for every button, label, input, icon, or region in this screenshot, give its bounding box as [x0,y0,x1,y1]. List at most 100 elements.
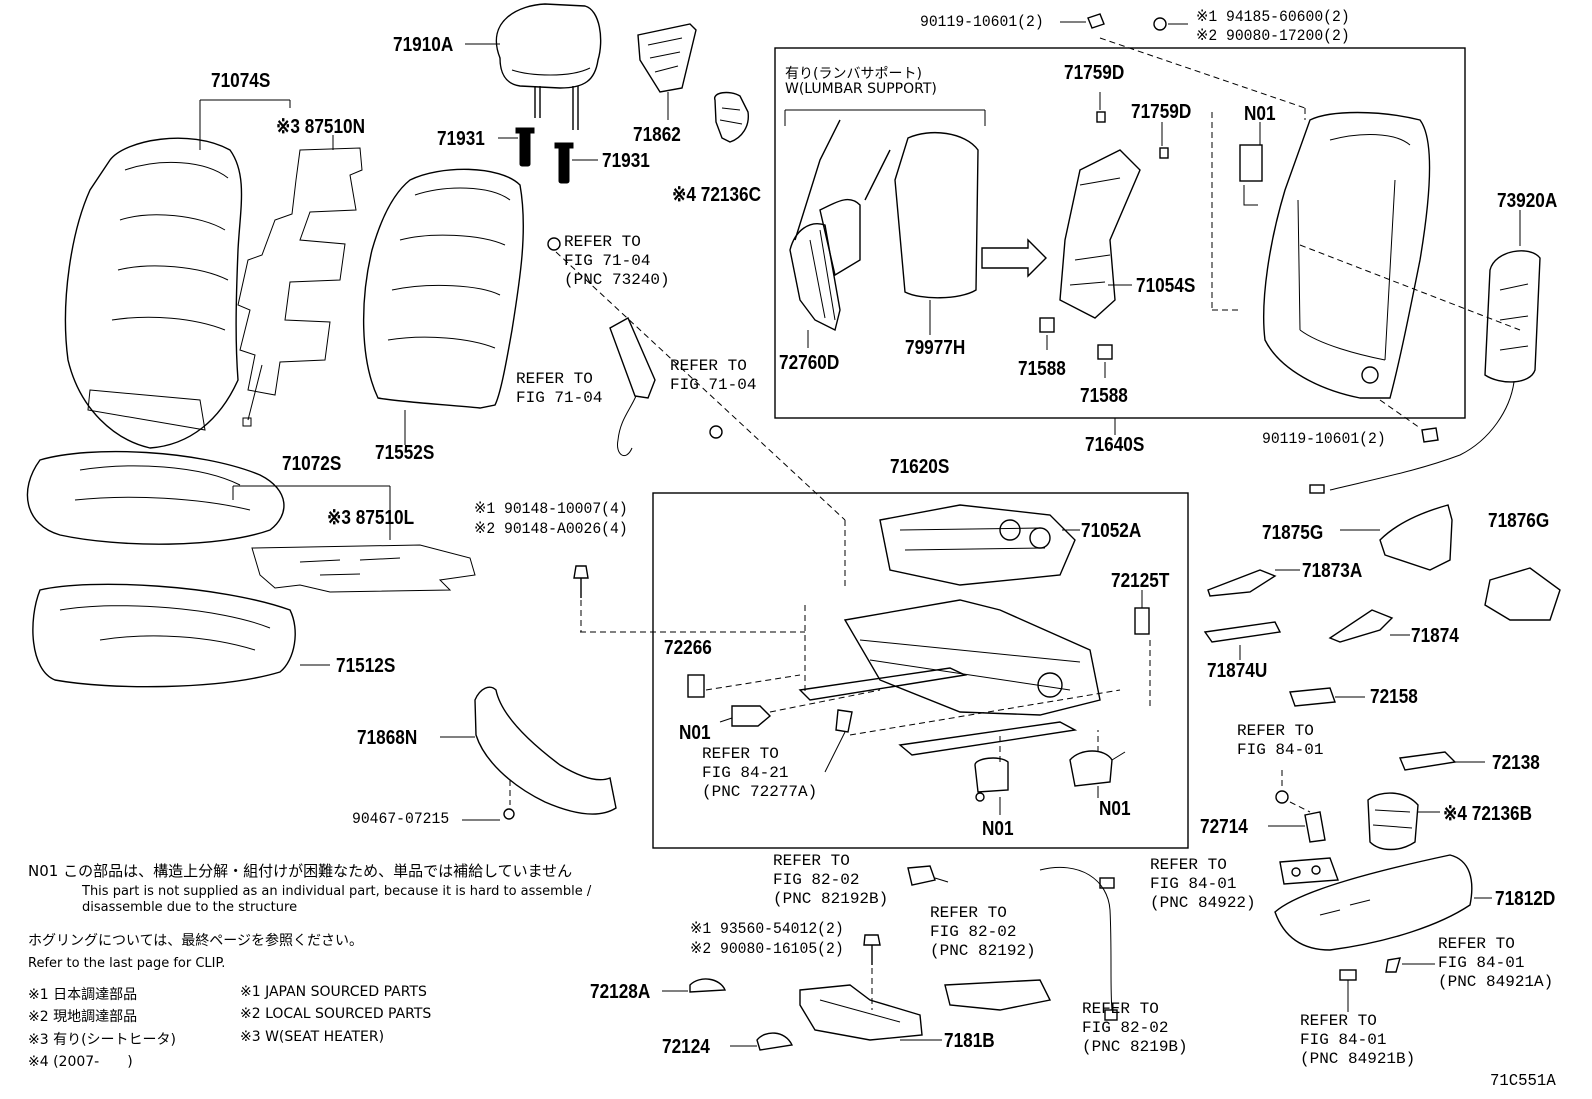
label-72124: 72124 [662,1036,710,1058]
label-N01-c: N01 [982,818,1014,840]
refer-fig-82-02-82192B[interactable]: REFER TO FIG 82-02 (PNC 82192B) [773,852,889,908]
label-clip-bottom: 90467-07215 [352,810,450,828]
label-72158: 72158 [1370,686,1418,708]
label-bolt-bottom-1: ※1 93560-54012(2) [690,920,844,938]
lumbar-header-en: W(LUMBAR SUPPORT) [785,81,937,97]
seatback-cover [64,99,291,449]
label-71874: 71874 [1411,625,1459,647]
label-71875G: 71875G [1262,522,1324,544]
label-87510N: ※3 87510N [276,116,366,138]
refer-fig-84-01-84921A[interactable]: REFER TO FIG 84-01 (PNC 84921A) [1438,935,1554,991]
legend-1-jp: ※1 日本調達部品 [28,987,138,1003]
part-72136C [714,91,749,143]
label-71072S: 71072S [282,453,342,475]
legend-3-jp: ※3 有り(シートヒータ) [28,1032,177,1048]
label-N01-d: N01 [1099,798,1131,820]
headrest-guides [498,127,598,184]
label-71640S: 71640S [1085,434,1145,456]
label-72136C: ※4 72136C [672,184,762,206]
side-shield-71868N [440,686,617,821]
seatback-frame [1099,37,1521,435]
label-72128A: 72128A [590,981,651,1003]
part-73920A [1309,210,1541,494]
note-n01-en-2: disassemble due to the structure [82,900,298,915]
legend-4-jp: ※4 (2007- ) [28,1054,133,1070]
screw-mid [573,565,589,632]
label-73920A: 73920A [1497,190,1558,212]
seat-cushion-cover [26,450,391,545]
lumbar-parts [784,92,1169,378]
bottom-parts [662,865,1118,1051]
refer-fig-84-01-a[interactable]: REFER TO FIG 84-01 [1237,722,1324,759]
headrest-cover-71862 [637,23,697,120]
label-71868N: 71868N [357,727,418,749]
label-79977H: 79977H [905,337,966,359]
label-87510L: ※3 87510L [327,507,415,529]
label-71873A: 71873A [1302,560,1363,582]
cushion-heater [251,544,476,593]
note-n01-en-1: This part is not supplied as an individu… [82,884,592,899]
refer-fig-84-01-84922[interactable]: REFER TO FIG 84-01 (PNC 84922) [1150,856,1256,912]
label-71074S: 71074S [211,70,271,92]
seatback-heater [237,135,363,427]
refer-fig-71-04-b[interactable]: REFER TO FIG 71-04 [670,357,757,394]
refer-fig-71-04-a[interactable]: REFER TO FIG 71-04 [516,370,603,407]
label-N01-b: N01 [679,722,711,744]
top-bolts [1060,13,1439,443]
label-71812D: 71812D [1495,888,1556,910]
label-nut-top-1: ※1 94185-60600(2) [1196,8,1350,26]
label-71054S: 71054S [1136,275,1196,297]
refer-fig-84-01-84921B[interactable]: REFER TO FIG 84-01 (PNC 84921B) [1300,1012,1416,1068]
label-72125T: 72125T [1111,570,1170,592]
seatback-pad [362,168,525,445]
label-71620S: 71620S [890,456,950,478]
label-71512S: 71512S [336,655,396,677]
label-71910A: 71910A [393,34,454,56]
label-72136B: ※4 72136B [1443,803,1533,825]
legend-2-jp: ※2 現地調達部品 [28,1009,138,1025]
label-72760D: 72760D [779,352,840,374]
label-7181B: 7181B [944,1030,995,1052]
label-screw-mid-2: ※2 90148-A0026(4) [474,520,628,538]
note-clip-en: Refer to the last page for CLIP. [28,956,226,971]
label-bolt-bottom-2: ※2 90080-16105(2) [690,940,844,958]
right-trim-parts [1203,504,1561,1012]
seat-track-box [652,492,1189,849]
figure-code: 71C551A [1490,1072,1556,1091]
label-71759D-a: 71759D [1064,62,1125,84]
legend-3-en: ※3 W(SEAT HEATER) [240,1029,385,1045]
label-screw-mid-1: ※1 90148-10007(4) [474,500,628,518]
label-bolt-right: 90119-10601(2) [1262,430,1386,448]
label-nut-top-2: ※2 90080-17200(2) [1196,27,1350,45]
refer-fig-84-21[interactable]: REFER TO FIG 84-21 (PNC 72277A) [702,745,818,801]
buckle-assembly [547,237,846,590]
label-71759D-b: 71759D [1131,101,1192,123]
label-N01-a: N01 [1244,103,1276,125]
label-71052A: 71052A [1081,520,1142,542]
lumbar-header-jp: 有り(ランバサポート) [785,66,922,82]
refer-fig-82-02-8219B[interactable]: REFER TO FIG 82-02 (PNC 8219B) [1082,1000,1188,1056]
label-71931-b: 71931 [602,150,650,172]
label-71588-a: 71588 [1018,358,1066,380]
label-bolt-top: 90119-10601(2) [920,13,1044,31]
label-71876G: 71876G [1488,510,1550,532]
label-71588-b: 71588 [1080,385,1128,407]
refer-fig-82-02-82192[interactable]: REFER TO FIG 82-02 (PNC 82192) [930,904,1036,960]
label-72714: 72714 [1200,816,1248,838]
note-clip-jp: ホグリングについては、最終ページを参照ください。 [28,933,364,949]
lumbar-support-box [774,47,1466,419]
legend-1-en: ※1 JAPAN SOURCED PARTS [240,984,427,1000]
label-71862: 71862 [633,124,681,146]
seat-track-parts [580,504,1151,815]
label-72138: 72138 [1492,752,1540,774]
legend-2-en: ※2 LOCAL SOURCED PARTS [240,1006,432,1022]
label-71552S: 71552S [375,442,435,464]
refer-fig-71-04-pnc-73240[interactable]: REFER TO FIG 71-04 (PNC 73240) [564,233,670,289]
headrest [465,3,602,130]
seat-cushion-pad [32,583,330,688]
label-71931-a: 71931 [437,128,485,150]
note-n01-jp: N01 この部品は、構造上分解・組付けが困難なため、単品では補給していません [28,862,573,880]
label-72266: 72266 [664,637,712,659]
